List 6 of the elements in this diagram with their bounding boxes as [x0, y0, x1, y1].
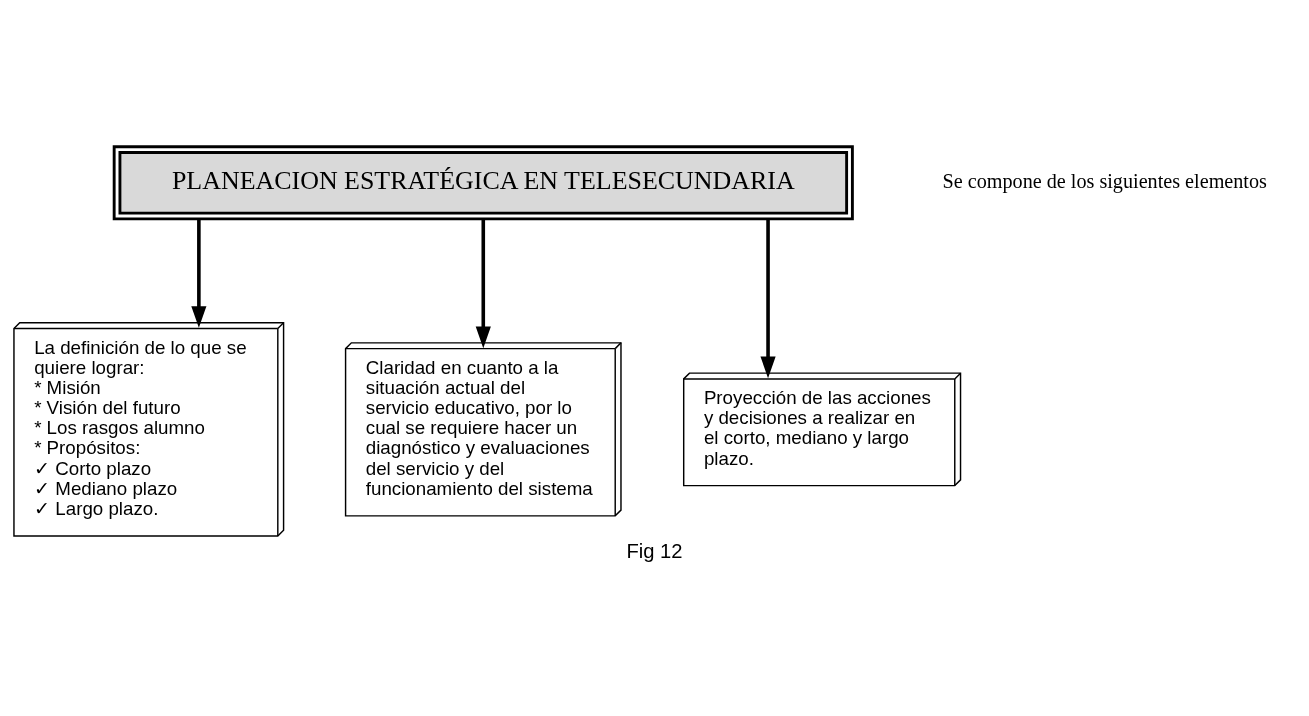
caption: Fig 12: [626, 539, 683, 562]
arrow: [191, 219, 207, 328]
arrow: [475, 219, 491, 349]
node-box: PLANEACION ESTRATÉGICA EN TELESECUNDARIA: [112, 145, 854, 221]
arrow: [760, 219, 776, 379]
label: Se compone de los siguientes elementos: [942, 170, 1267, 193]
